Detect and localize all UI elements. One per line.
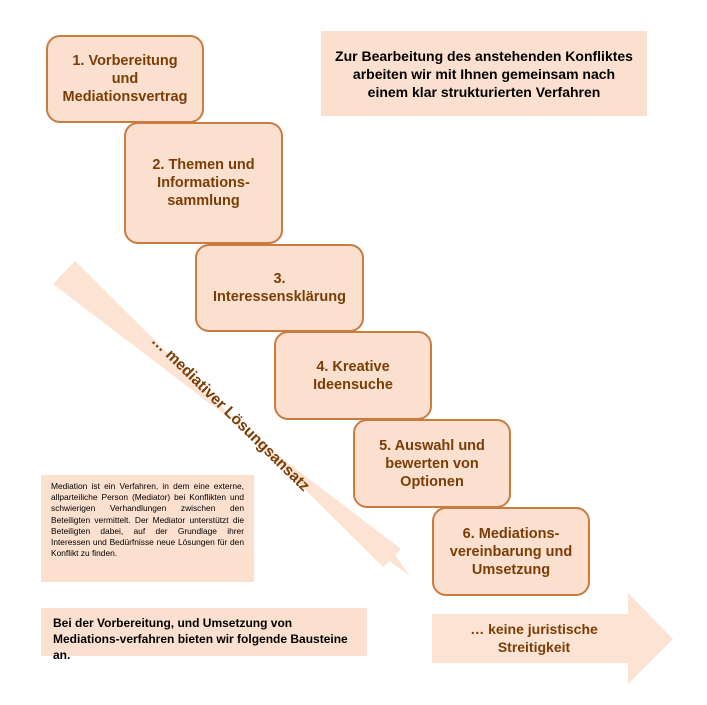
- step-3-box: 3. Interessensklärung: [195, 244, 364, 332]
- right-arrow-label: … keine juristische Streitigkeit: [470, 621, 598, 655]
- diagonal-arrow: [53, 261, 410, 576]
- step-5-box: 5. Auswahl und bewerten von Optionen: [353, 419, 511, 508]
- step-4-box: 4. Kreative Ideensuche: [274, 331, 432, 420]
- mediation-description: Mediation ist ein Verfahren, in dem eine…: [41, 475, 254, 582]
- right-arrow: [432, 593, 673, 684]
- step-2-box: 2. Themen und Informations- sammlung: [124, 122, 283, 244]
- step-1-box: 1. Vorbereitung und Mediationsvertrag: [46, 35, 204, 123]
- offer-note: Bei der Vorbereitung, und Umsetzung von …: [41, 608, 367, 662]
- header-note: Zur Bearbeitung des anstehenden Konflikt…: [321, 31, 647, 116]
- step-6-box: 6. Mediations- vereinbarung und Umsetzun…: [432, 507, 590, 596]
